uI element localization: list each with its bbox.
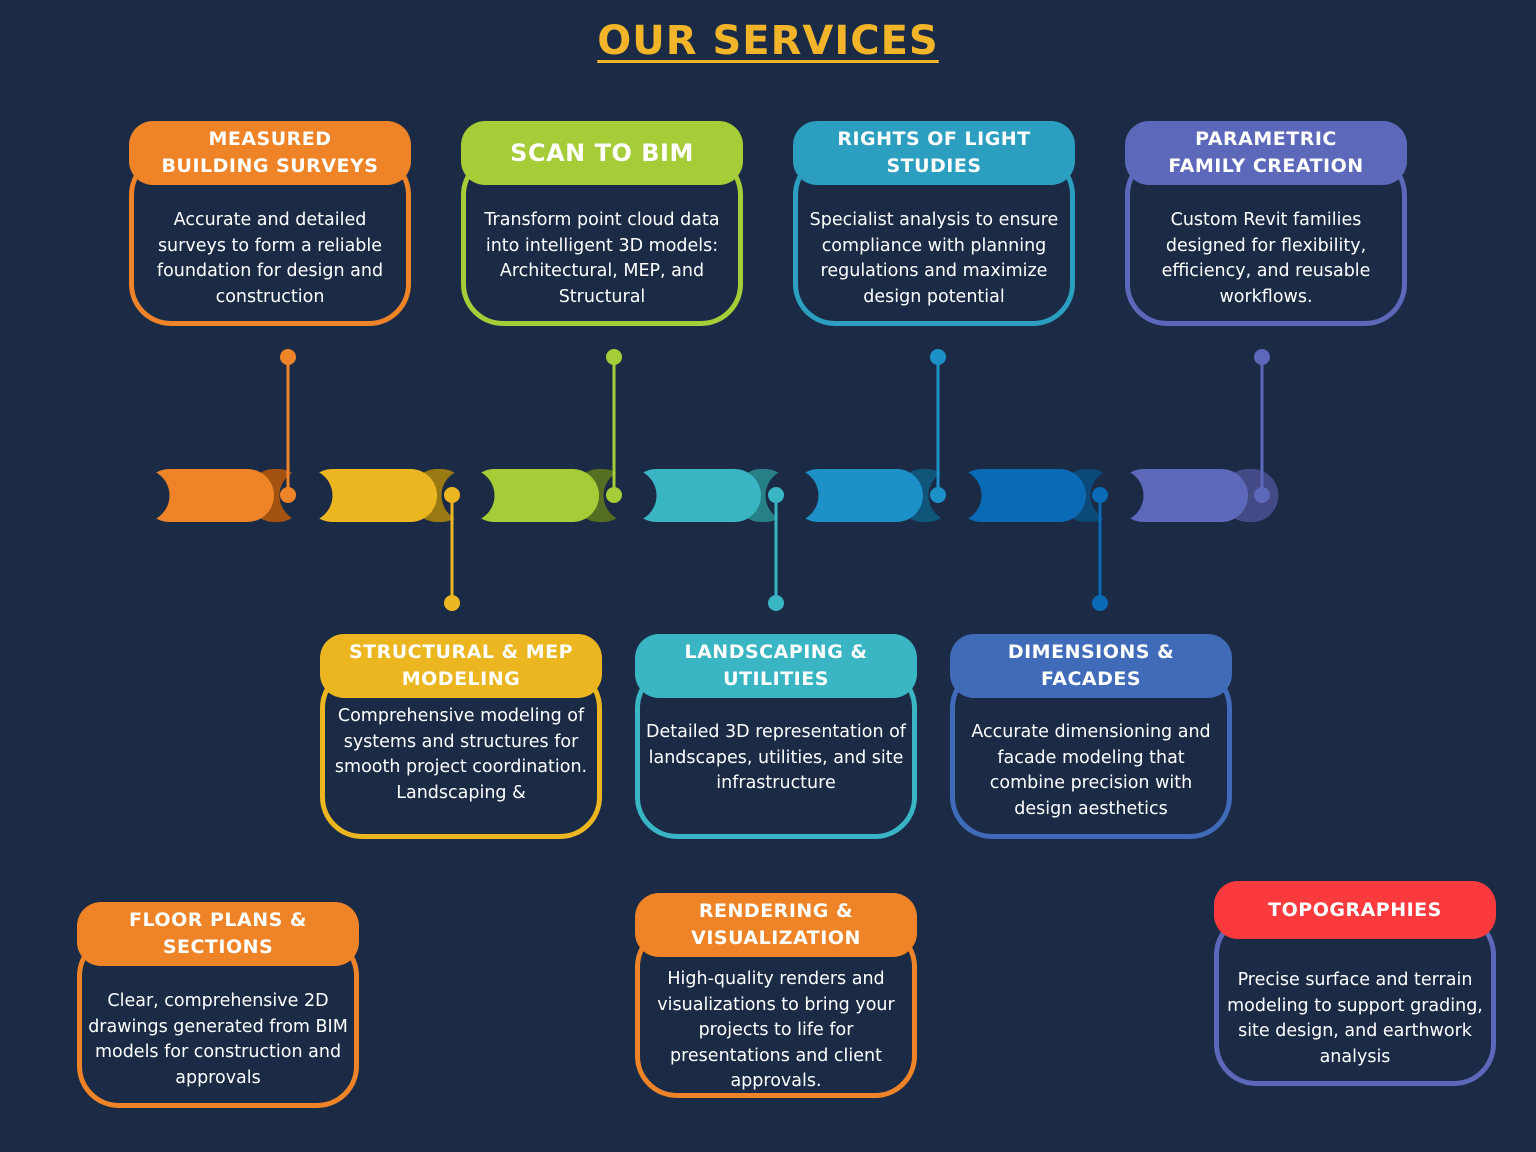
connector-lime (606, 349, 622, 503)
segment-body (630, 469, 761, 522)
card-description: Clear, comprehensive 2D drawings generat… (88, 991, 348, 1088)
segment-notch (1090, 469, 1144, 522)
connector-indigo (1254, 349, 1270, 503)
connector-blue (1092, 487, 1108, 611)
segment-notch (603, 469, 657, 522)
card-description: Detailed 3D representation of landscapes… (646, 722, 906, 793)
card-description: High-quality renders and visualizations … (657, 969, 895, 1091)
timeline-graphic (116, 349, 1279, 611)
timeline-segment-teal (603, 469, 792, 522)
connector-node (606, 487, 622, 503)
card-title: PARAMETRIC FAMILY CREATION (1125, 121, 1407, 185)
service-card-rendering-visualization: RENDERING & VISUALIZATION High-quality r… (635, 893, 917, 1098)
segment-notch (928, 469, 982, 522)
service-card-topographies: TOPOGRAPHIES Precise surface and terrain… (1214, 881, 1496, 1086)
card-title: FLOOR PLANS & SECTIONS (77, 902, 359, 966)
segment-body (306, 469, 437, 522)
card-description: Comprehensive modeling of systems and st… (334, 706, 588, 803)
connector-yellow (444, 487, 460, 611)
connector-dot (280, 349, 296, 365)
card-title: STRUCTURAL & MEP MODELING (320, 634, 602, 698)
card-title: DIMENSIONS & FACADES (950, 634, 1232, 698)
connector-dot (930, 349, 946, 365)
segment-body (955, 469, 1086, 522)
card-title: RENDERING & VISUALIZATION (635, 893, 917, 957)
timeline-segment-sky (765, 469, 954, 522)
card-title: TOPOGRAPHIES (1214, 881, 1496, 939)
timeline-segment-yellow (279, 469, 468, 522)
card-description: Precise surface and terrain modeling to … (1227, 970, 1483, 1067)
segment-body (792, 469, 923, 522)
service-card-structural-mep-modeling: STRUCTURAL & MEP MODELING Comprehensive … (320, 634, 602, 839)
timeline-segment-blue (928, 469, 1117, 522)
connector-dot (768, 595, 784, 611)
card-title: RIGHTS OF LIGHT STUDIES (793, 121, 1075, 185)
timeline-segment-orange (116, 469, 305, 522)
segment-notch (279, 469, 333, 522)
service-card-parametric-family-creation: PARAMETRIC FAMILY CREATION Custom Revit … (1125, 121, 1407, 326)
card-title: SCAN TO BIM (461, 121, 743, 185)
segment-notch (116, 469, 170, 522)
connector-orange (280, 349, 296, 503)
service-card-landscaping-utilities: LANDSCAPING & UTILITIES Detailed 3D repr… (635, 634, 917, 839)
segment-body (468, 469, 599, 522)
card-description: Accurate dimensioning and facade modelin… (971, 722, 1211, 819)
card-description: Specialist analysis to ensure compliance… (809, 210, 1059, 307)
connector-node (930, 487, 946, 503)
timeline-connectors (280, 349, 1270, 611)
connector-sky (930, 349, 946, 503)
connector-dot (444, 595, 460, 611)
card-title: LANDSCAPING & UTILITIES (635, 634, 917, 698)
connector-node (280, 487, 296, 503)
connector-dot (1254, 349, 1270, 365)
segment-notch (765, 469, 819, 522)
card-title: MEASURED BUILDING SURVEYS (129, 121, 411, 185)
card-description: Accurate and detailed surveys to form a … (156, 210, 384, 307)
service-card-rights-of-light-studies: RIGHTS OF LIGHT STUDIES Specialist analy… (793, 121, 1075, 326)
card-body (1214, 913, 1496, 1086)
page-title: OUR SERVICES (597, 18, 939, 64)
service-card-floor-plans-sections: FLOOR PLANS & SECTIONS Clear, comprehens… (77, 902, 359, 1108)
connector-dot (606, 349, 622, 365)
timeline-segment-indigo (1090, 469, 1279, 522)
timeline-segment-lime (441, 469, 630, 522)
card-description: Custom Revit families designed for flexi… (1161, 210, 1371, 307)
connector-node (444, 487, 460, 503)
card-description: Transform point cloud data into intellig… (484, 210, 720, 307)
service-card-dimensions-facades: DIMENSIONS & FACADES Accurate dimensioni… (950, 634, 1232, 839)
connector-node (1254, 487, 1270, 503)
segment-body (143, 469, 274, 522)
service-card-measured-building-surveys: MEASURED BUILDING SURVEYS Accurate and d… (129, 121, 411, 326)
segment-notch (441, 469, 495, 522)
connector-node (768, 487, 784, 503)
segment-body (1117, 469, 1248, 522)
connector-teal (768, 487, 784, 611)
service-card-scan-to-bim: SCAN TO BIM Transform point cloud data i… (461, 121, 743, 326)
connector-dot (1092, 595, 1108, 611)
connector-node (1092, 487, 1108, 503)
